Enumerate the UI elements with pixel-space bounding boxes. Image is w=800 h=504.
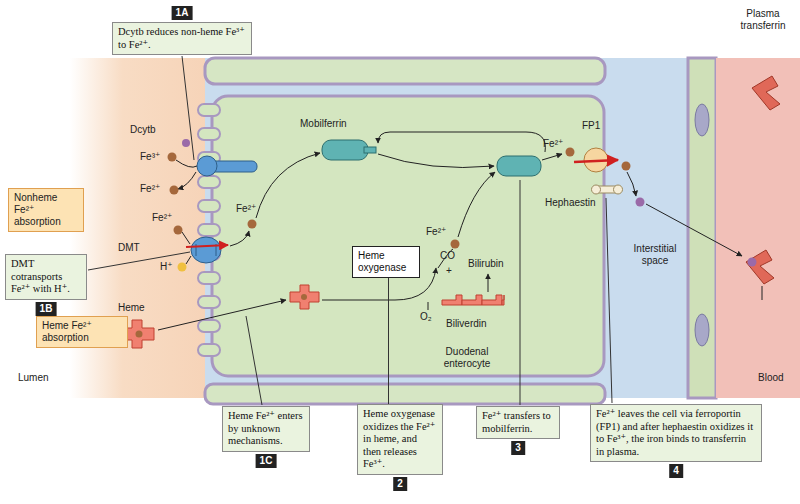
part-label: Interstitial space bbox=[625, 243, 685, 266]
part-label: Fe²⁺ bbox=[426, 226, 446, 238]
microvillus bbox=[198, 104, 220, 116]
microvillus bbox=[198, 320, 220, 332]
callout-text: Dcytb reduces non-heme Fe³⁺ to Fe²⁺. bbox=[118, 26, 246, 51]
microvillus bbox=[198, 224, 220, 236]
part-label: Mobilferrin bbox=[300, 118, 347, 130]
microvillus bbox=[198, 344, 220, 356]
callout-box: 3Fe²⁺ transfers to mobilferrin. bbox=[476, 406, 560, 439]
callout-number: 2 bbox=[393, 477, 407, 491]
part-label: Fe²⁺ bbox=[543, 138, 563, 150]
microvillus bbox=[198, 296, 220, 308]
callout-number: 1C bbox=[256, 454, 277, 468]
callout-text: Heme Fe²⁺ absorption bbox=[42, 320, 122, 344]
callout-text: Heme oxygenase oxidizes the Fe²⁺ in heme… bbox=[363, 408, 437, 471]
callout-text: Fe²⁺ transfers to mobilferrin. bbox=[482, 410, 554, 435]
part-label: O₂ bbox=[420, 311, 432, 323]
part-label: Plasma transferrin bbox=[732, 8, 794, 31]
callout-number: 1A bbox=[172, 6, 193, 20]
callout-text: Nonheme Fe²⁺ absorption bbox=[14, 192, 78, 228]
callout-number: 4 bbox=[669, 464, 683, 478]
absorption-box: Heme Fe²⁺ absorption bbox=[36, 316, 128, 348]
leader-line bbox=[388, 278, 389, 404]
callout-text: Heme Fe²⁺ enters by unknown mechanisms. bbox=[228, 410, 304, 448]
callout-box: 1ADcytb reduces non-heme Fe³⁺ to Fe²⁺. bbox=[112, 22, 252, 55]
part-label: DMT bbox=[118, 242, 140, 254]
part-label: FP1 bbox=[582, 120, 600, 132]
part-label: CO bbox=[440, 250, 455, 262]
callout-number: 1B bbox=[36, 302, 57, 316]
callout-box: 1BDMT cotransports Fe²⁺ with H⁺. bbox=[5, 254, 87, 300]
part-label: + bbox=[446, 265, 452, 277]
enzyme-box: Heme oxygenase bbox=[352, 246, 420, 278]
part-label: Hephaestin bbox=[545, 197, 596, 209]
callout-number: 3 bbox=[511, 441, 525, 455]
part-label: Biliverdin bbox=[446, 318, 487, 330]
callout-box: 4Fe²⁺ leaves the cell via ferroportin (F… bbox=[590, 404, 762, 462]
callout-box: 1CHeme Fe²⁺ enters by unknown mechanisms… bbox=[222, 406, 310, 452]
part-label: Fe²⁺ bbox=[236, 203, 256, 215]
microvillus bbox=[198, 176, 220, 188]
microvillus bbox=[198, 200, 220, 212]
part-label: Fe³⁺ bbox=[140, 151, 160, 163]
part-label: Heme bbox=[118, 302, 145, 314]
callout-text: Heme oxygenase bbox=[358, 250, 414, 274]
part-label: Lumen bbox=[18, 372, 49, 384]
absorption-box: Nonheme Fe²⁺ absorption bbox=[8, 188, 84, 232]
part-label: Bilirubin bbox=[468, 258, 504, 270]
microvillus bbox=[198, 272, 220, 284]
part-label: H⁺ bbox=[160, 261, 173, 273]
callout-text: Fe²⁺ leaves the cell via ferroportin (FP… bbox=[596, 408, 756, 458]
callout-box: 2Heme oxygenase oxidizes the Fe²⁺ in hem… bbox=[357, 404, 443, 475]
microvillus bbox=[198, 128, 220, 140]
part-label: Blood bbox=[758, 372, 784, 384]
part-label: Duodenal enterocyte bbox=[428, 346, 506, 369]
part-label: Fe²⁺ bbox=[152, 212, 172, 224]
part-label: Dcytb bbox=[130, 124, 156, 136]
part-label: Fe²⁺ bbox=[140, 183, 160, 195]
callout-text: DMT cotransports Fe²⁺ with H⁺. bbox=[11, 258, 81, 296]
